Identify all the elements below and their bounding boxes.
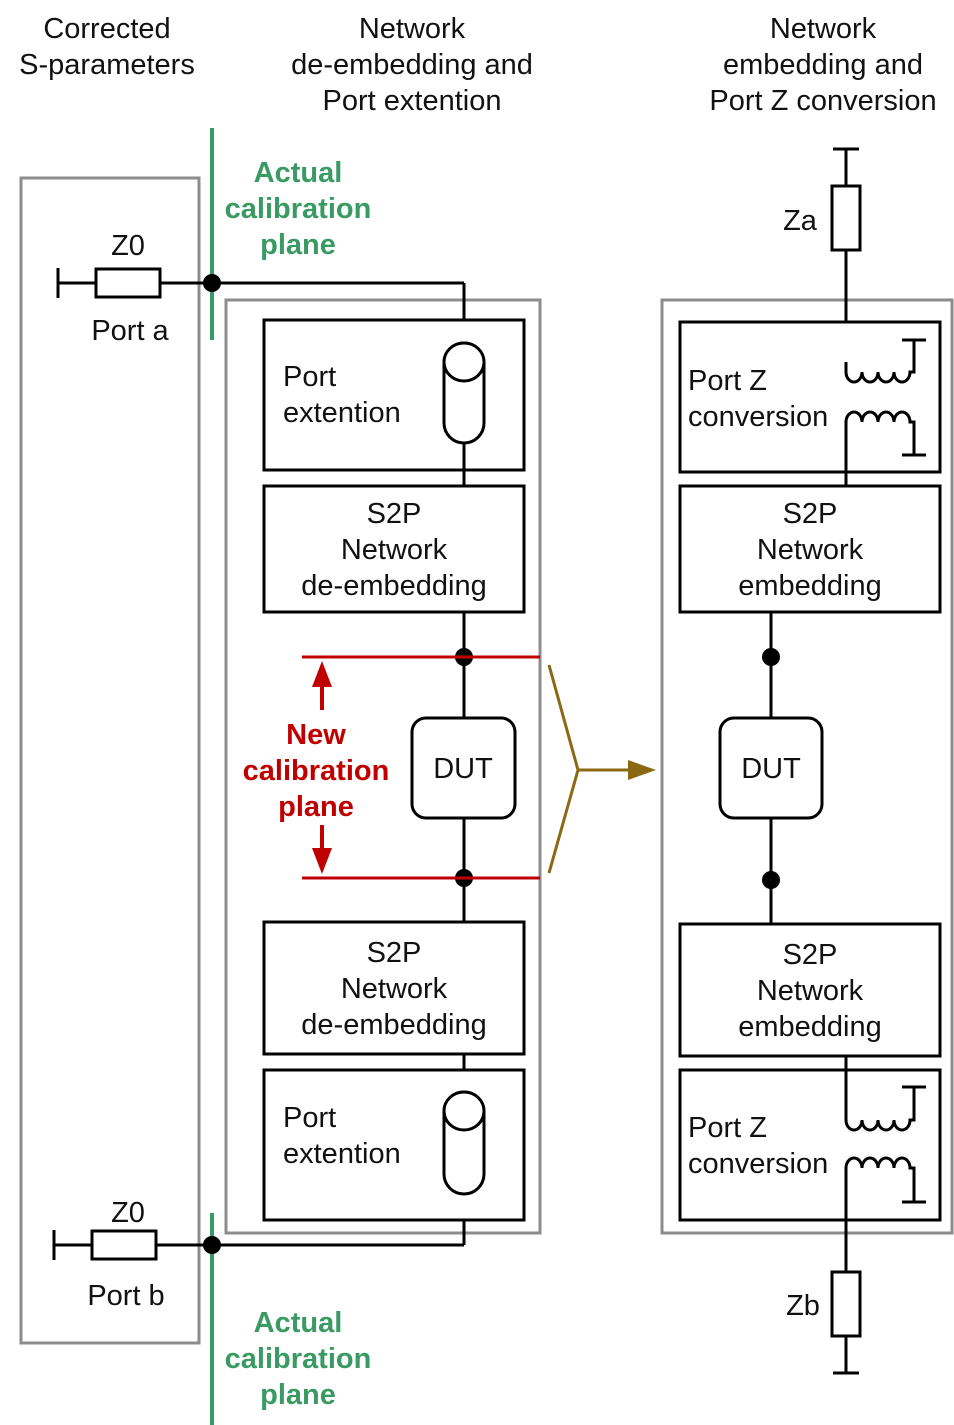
transformer-secondary-icon	[844, 410, 916, 455]
actual-calibration-plane-label-top: Actual calibration plane	[225, 157, 372, 261]
port-extention-label: Port	[283, 1102, 336, 1134]
header-line: embedding and	[723, 49, 923, 81]
header-corrected-s-parameters: Corrected S-parameters	[19, 13, 195, 81]
new-plane-label: New	[286, 719, 346, 751]
transformer-primary-icon	[844, 340, 916, 384]
za-label: Za	[783, 205, 818, 237]
label-line: plane	[260, 229, 336, 261]
zb-impedance: Zb	[786, 1168, 862, 1375]
header-line: S-parameters	[19, 49, 195, 81]
s2p-deembedding-box	[262, 484, 526, 614]
s2p-label: S2P	[783, 498, 838, 530]
header-network-embedding: Network embedding and Port Z conversion	[709, 13, 936, 117]
port-b-label: Port b	[87, 1280, 164, 1312]
s2p-label: de-embedding	[301, 1009, 486, 1041]
header-line: Network	[770, 13, 877, 45]
frame-corrected-s-parameters	[19, 176, 201, 1345]
port-extention-top: Port extention	[262, 318, 526, 486]
s2p-label: S2P	[367, 937, 422, 969]
header-line: Port Z conversion	[709, 85, 936, 117]
label-line: calibration	[225, 193, 372, 225]
transform-arrow	[547, 664, 656, 874]
arrow-up-icon	[312, 661, 332, 687]
transmission-line-end	[442, 1090, 486, 1132]
label-line: Actual	[254, 157, 343, 189]
dut-label: DUT	[741, 753, 801, 785]
s2p-deembedding-top: S2P Network de-embedding	[262, 484, 526, 614]
s2p-deembedding-box	[262, 920, 526, 1056]
port-extention-bottom: Port extention	[262, 1068, 526, 1222]
s2p-label: embedding	[738, 1011, 882, 1043]
port-b-impedance: Z0	[111, 1197, 145, 1229]
s2p-embedding-box	[678, 922, 942, 1058]
junction-dot	[762, 871, 780, 889]
transmission-line-end	[442, 341, 486, 383]
port-z-conversion-bottom: Port Z conversion	[678, 1056, 942, 1222]
port-z-conversion-top: Port Z conversion	[678, 320, 942, 486]
port-a-impedance: Z0	[111, 230, 145, 262]
dut-label: DUT	[433, 753, 493, 785]
s2p-embedding-top: S2P Network embedding	[678, 484, 942, 614]
port-extention-label: extention	[283, 397, 401, 429]
junction-dot	[203, 1236, 221, 1254]
port-a: Z0 Port a	[56, 230, 466, 347]
dut-deembedding: DUT	[410, 716, 517, 820]
new-plane-label: plane	[278, 791, 354, 823]
port-a-label: Port a	[91, 315, 169, 347]
actual-calibration-plane-label-bottom: Actual calibration plane	[225, 1307, 372, 1411]
s2p-label: Network	[341, 534, 448, 566]
junction-dot	[762, 648, 780, 666]
header-line: Corrected	[43, 13, 170, 45]
s2p-embedding-box	[678, 484, 942, 614]
zb-label: Zb	[786, 1290, 820, 1322]
header-line: Network	[359, 13, 466, 45]
s2p-label: Network	[341, 973, 448, 1005]
s2p-label: Network	[757, 534, 864, 566]
label-line: calibration	[225, 1343, 372, 1375]
s2p-label: S2P	[367, 498, 422, 530]
arrow-down-icon	[312, 848, 332, 874]
dut-embedding: DUT	[718, 716, 824, 820]
port-z-label: conversion	[688, 401, 828, 433]
brace-icon	[547, 664, 580, 874]
port-z-label: Port Z	[688, 1112, 767, 1144]
port-z-conversion-box	[678, 320, 942, 474]
port-extention-label: Port	[283, 361, 336, 393]
new-calibration-plane: New calibration plane	[243, 655, 540, 880]
label-line: plane	[260, 1379, 336, 1411]
s2p-label: Network	[757, 975, 864, 1007]
resistor-z0	[94, 267, 162, 299]
frame-deembedding	[224, 298, 542, 1235]
port-extention-label: extention	[283, 1138, 401, 1170]
s2p-label: embedding	[738, 570, 882, 602]
resistor-z0	[90, 1229, 158, 1261]
junction-dot	[203, 274, 221, 292]
header-line: Port extention	[323, 85, 502, 117]
port-b: Z0 Port b	[52, 1195, 466, 1312]
s2p-embedding-bottom: S2P Network embedding	[678, 922, 942, 1058]
s2p-label: de-embedding	[301, 570, 486, 602]
port-z-conversion-box	[678, 1068, 942, 1222]
arrow-right-icon	[628, 760, 656, 780]
transformer-secondary-icon	[844, 1156, 916, 1202]
frame-embedding	[660, 298, 954, 1235]
port-z-label: conversion	[688, 1148, 828, 1180]
port-z-label: Port Z	[688, 365, 767, 397]
resistor-zb	[830, 1270, 862, 1338]
header-network-deembedding: Network de-embedding and Port extention	[291, 13, 533, 117]
s2p-label: S2P	[783, 939, 838, 971]
resistor-za	[830, 184, 862, 252]
transformer-primary-icon	[844, 1087, 916, 1132]
label-line: Actual	[254, 1307, 343, 1339]
new-plane-label: calibration	[243, 755, 390, 787]
s2p-deembedding-bottom: S2P Network de-embedding	[262, 920, 526, 1056]
header-line: de-embedding and	[291, 49, 533, 81]
